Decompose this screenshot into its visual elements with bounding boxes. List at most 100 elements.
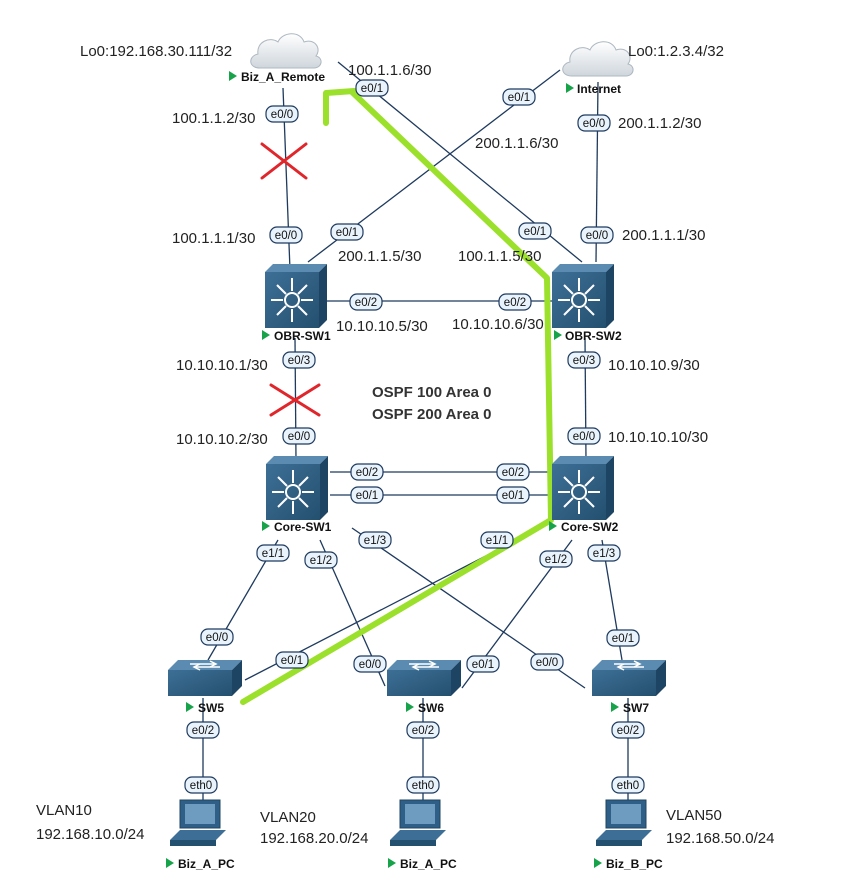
port-badge: e0/1 (355, 79, 389, 97)
port-label: e0/0 (275, 230, 297, 242)
multilayer-switch-icon[interactable] (265, 264, 327, 328)
port-badge: e0/3 (567, 351, 601, 369)
status-arrow-icon (388, 858, 396, 868)
port-label: e1/1 (486, 535, 508, 547)
link-down-x-marker (269, 383, 321, 417)
port-badge: e0/2 (350, 463, 384, 481)
multilayer-switch-icon[interactable] (552, 264, 614, 328)
port-label: e0/1 (508, 92, 530, 104)
node-label-pc-a2: Biz_A_PC (388, 857, 457, 871)
port-label: e0/0 (359, 659, 381, 671)
ip-label: 10.10.10.5/30 (336, 318, 428, 335)
port-label: e0/1 (472, 659, 494, 671)
port-badge: e1/2 (539, 550, 573, 568)
svg-text:Biz_A_PC: Biz_A_PC (178, 857, 235, 871)
port-badge: e1/1 (256, 544, 290, 562)
status-arrow-icon (262, 521, 270, 531)
svg-text:OBR-SW1: OBR-SW1 (274, 329, 331, 343)
svg-text:Core-SW2: Core-SW2 (561, 520, 619, 534)
ip-label: 10.10.10.6/30 (452, 316, 544, 333)
port-badge: e0/1 (466, 655, 500, 673)
port-label: eth0 (190, 780, 212, 792)
port-badge: e0/0 (269, 226, 303, 244)
ospf-label: OSPF 200 Area 0 (372, 406, 492, 423)
multilayer-switch-icon[interactable] (552, 456, 614, 520)
port-badge: e0/1 (275, 651, 309, 669)
port-badge: e0/0 (530, 653, 564, 671)
ip-label: 100.1.1.6/30 (348, 62, 431, 79)
port-badge: e0/3 (282, 351, 316, 369)
svg-text:Biz_A_Remote: Biz_A_Remote (241, 70, 325, 84)
port-badge: e0/0 (577, 114, 611, 132)
port-badge: e0/0 (580, 226, 614, 244)
node-label-obr-sw2: OBR-SW2 (554, 329, 622, 343)
svg-text:Biz_A_PC: Biz_A_PC (400, 857, 457, 871)
status-arrow-icon (186, 702, 194, 712)
port-label: e0/1 (502, 490, 524, 502)
svg-text:SW7: SW7 (623, 701, 649, 715)
switch-icon[interactable] (592, 660, 666, 696)
loopback-label: Lo0:1.2.3.4/32 (628, 43, 724, 60)
port-label: e0/2 (355, 297, 377, 309)
svg-text:Core-SW1: Core-SW1 (274, 520, 332, 534)
port-label: e0/1 (336, 227, 358, 239)
port-label: e1/1 (262, 548, 284, 560)
node-label-sw7: SW7 (611, 701, 649, 715)
switch-icon[interactable] (168, 660, 242, 696)
node-label-core-sw1: Core-SW1 (262, 520, 332, 534)
port-label: e0/2 (502, 467, 524, 479)
port-label: e0/2 (504, 297, 526, 309)
node-label-pc-a1: Biz_A_PC (166, 857, 235, 871)
vlan-subnet: 192.168.10.0/24 (36, 826, 144, 843)
vlan-name: VLAN10 (36, 802, 92, 819)
status-arrow-icon (594, 858, 602, 868)
pc-icon[interactable] (170, 799, 226, 846)
status-arrow-icon (549, 521, 557, 531)
port-label: e0/0 (536, 657, 558, 669)
status-arrow-icon (166, 858, 174, 868)
port-badge: eth0 (611, 776, 645, 794)
port-badge: e0/2 (498, 293, 532, 311)
traffic-path-arrowhead (323, 88, 357, 126)
svg-text:Internet: Internet (577, 82, 621, 96)
pc-icon[interactable] (390, 799, 446, 846)
node-label-sw6: SW6 (406, 701, 444, 715)
port-label: e0/1 (612, 633, 634, 645)
status-arrow-icon (406, 702, 414, 712)
port-badge: eth0 (406, 776, 440, 794)
port-label: e0/1 (356, 490, 378, 502)
cloud-icon (250, 33, 322, 69)
port-badge: e0/1 (502, 88, 536, 106)
port-badge: e0/1 (496, 486, 530, 504)
status-arrow-icon (554, 330, 562, 340)
port-badge: e0/0 (282, 427, 316, 445)
ip-label: 200.1.1.5/30 (338, 248, 421, 265)
multilayer-switch-icon[interactable] (266, 456, 328, 520)
ip-label: 10.10.10.10/30 (608, 429, 708, 446)
port-badge: e1/3 (587, 544, 621, 562)
vlan-name: VLAN20 (260, 809, 316, 826)
port-badge: e0/0 (353, 655, 387, 673)
node-label-obr-sw1: OBR-SW1 (262, 329, 331, 343)
vlan-subnet: 192.168.50.0/24 (666, 830, 774, 847)
port-badge: e0/0 (567, 427, 601, 445)
ip-label: 10.10.10.9/30 (608, 357, 700, 374)
port-label: e0/3 (573, 355, 595, 367)
port-label: e0/2 (192, 725, 214, 737)
status-arrow-icon (611, 702, 619, 712)
switch-icon[interactable] (387, 660, 461, 696)
node-label-sw5: SW5 (186, 701, 224, 715)
port-badge: e0/0 (265, 105, 299, 123)
ospf-label: OSPF 100 Area 0 (372, 384, 492, 401)
vlan-name: VLAN50 (666, 807, 722, 824)
port-label: e0/1 (524, 226, 546, 238)
ip-label: 200.1.1.2/30 (618, 115, 701, 132)
status-arrow-icon (229, 71, 237, 81)
status-arrow-icon (262, 330, 270, 340)
port-badge: e1/3 (358, 531, 392, 549)
port-badge: e0/1 (606, 629, 640, 647)
port-label: e0/0 (206, 632, 228, 644)
port-label: e0/2 (356, 467, 378, 479)
ip-label: 200.1.1.6/30 (475, 135, 558, 152)
pc-icon[interactable] (596, 799, 652, 846)
